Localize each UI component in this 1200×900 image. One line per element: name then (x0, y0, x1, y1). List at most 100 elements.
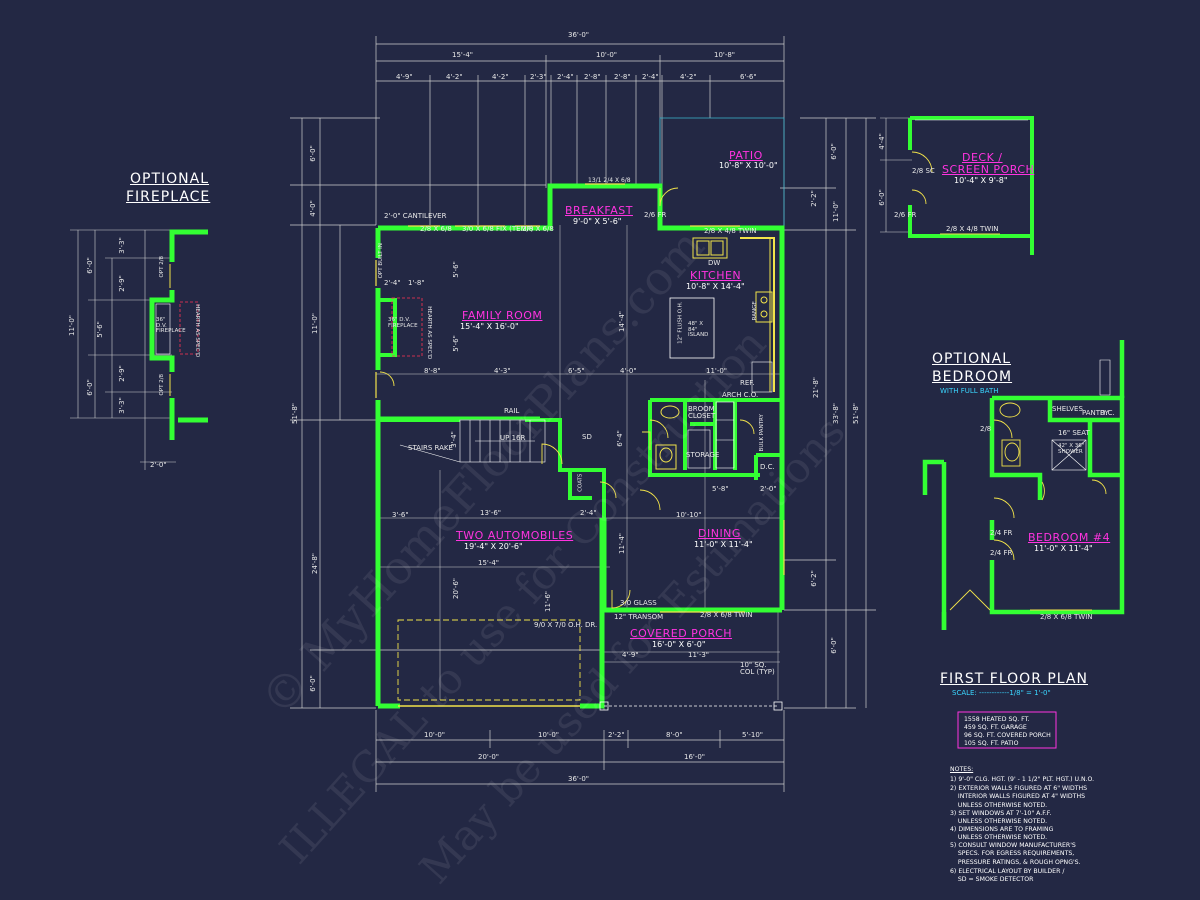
deck-name-line2: SCREEN PORCH (942, 163, 1035, 176)
fireplace-title-line2: FIREPLACE (126, 189, 211, 205)
dim-left-seg: 6'-0" (308, 675, 317, 692)
inner-dim: 1'-8" (408, 279, 425, 287)
room-size-family: 15'-4" X 16'-0" (460, 322, 519, 331)
label-rail: RAIL (504, 407, 520, 415)
dim-top-seg: 2'-4" (642, 73, 659, 81)
inner-dim: 6'-5" (568, 367, 585, 375)
deck-label-window: 2/8 X 4/8 TWIN (946, 225, 999, 233)
note-item: 2) EXTERIOR WALLS FIGURED AT 6" WIDTHS I… (950, 785, 1088, 809)
bedroom-label-seat: 16" SEAT (1058, 429, 1090, 437)
label-broom-closet: BROOM CLOSET (688, 405, 716, 420)
label-coats: COATS (577, 473, 584, 492)
room-name-patio: PATIO (729, 149, 763, 162)
dim-top-seg: 2'-8" (614, 73, 631, 81)
dim-right-seg: 11'-0" (832, 200, 841, 223)
label-dishwasher: DW (708, 259, 721, 267)
fireplace-detail-lines (70, 229, 176, 470)
deck-label-fr: 2/6 FR (894, 211, 917, 219)
deck-dim: 6'-0" (877, 189, 886, 206)
inner-dim: 13'-6" (480, 509, 502, 517)
deck-size: 10'-4" X 9'-8" (954, 176, 1008, 185)
bedroom-walls (922, 340, 1125, 630)
dim-right-seg: 6'-0" (829, 637, 838, 654)
dim-top-family: 15'-4" (452, 51, 474, 59)
dim-left-overall: 51'-8" (291, 402, 300, 425)
inner-dim: 4'-3" (494, 367, 511, 375)
label-opt-built-in: OPT BUILT IN (377, 243, 384, 279)
inner-dim: 11'-3" (688, 651, 710, 659)
dim-top-overall: 36'-0" (568, 31, 590, 39)
dim-bottom-seg: 8'-0" (666, 731, 683, 739)
inner-dim: 20'-6" (452, 577, 461, 600)
fireplace-label: 36" D.V. FIREPLACE (156, 317, 186, 334)
bedroom-label-dc: D.C. (1100, 409, 1115, 417)
room-size-breakfast: 9'-0" X 5'-6" (573, 217, 622, 226)
inner-dim: 3'-6" (392, 511, 409, 519)
area-summary-box (957, 711, 1057, 749)
note-item: 6) ELECTRICAL LAYOUT BY BUILDER / SD = S… (950, 868, 1065, 884)
fireplace-dim: 2'-9" (117, 365, 126, 382)
bedroom-title-line1: OPTIONAL (932, 351, 1012, 367)
bedroom-subtitle: WITH FULL BATH (940, 387, 999, 395)
inner-dim: 2'-0" (760, 485, 777, 493)
dim-right-seg: 21'-8" (812, 376, 821, 399)
label-island: 48" X 84" ISLAND (688, 321, 709, 338)
inner-dim: 11'-6" (544, 590, 553, 613)
fireplace-detail-walls (149, 229, 208, 440)
fireplace-dim: 2'-0" (150, 461, 167, 469)
area-patio: 105 SQ. FT. PATIO (964, 740, 1019, 747)
label-transom: 12" TRANSOM (614, 613, 664, 621)
dim-top-kitchen: 10'-8" (714, 51, 736, 59)
inner-dim: 11'-4" (618, 532, 627, 555)
dim-top-middle: 10'-0" (596, 51, 618, 59)
room-name-breakfast: BREAKFAST (565, 204, 633, 217)
label-cantilever: 2'-0" CANTILEVER (384, 212, 447, 220)
dim-top-seg: 2'-3" (530, 73, 547, 81)
plan-scale: SCALE: ------------1/8" = 1'-0" (952, 689, 1051, 697)
fireplace-title-line1: OPTIONAL (130, 171, 210, 187)
dim-bottom-garage: 20'-0" (478, 753, 500, 761)
fireplace-dim: 6'-0" (85, 379, 94, 396)
dim-right-seg: 33'-8" (832, 402, 841, 425)
dim-left-seg: 4'-0" (308, 200, 317, 217)
note-item: 4) DIMENSIONS ARE TO FRAMING UNLESS OTHE… (950, 826, 1054, 842)
fireplace-dim: 3'-3" (117, 397, 126, 414)
room-size-kitchen: 10'-8" X 14'-4" (686, 282, 745, 291)
deck-dim: 4'-4" (877, 133, 886, 150)
plan-title: FIRST FLOOR PLAN (940, 671, 1088, 687)
room-name-covered-porch: COVERED PORCH (630, 627, 733, 640)
note-item: 3) SET WINDOWS AT 7'-10" A.F.F. UNLESS O… (950, 810, 1052, 826)
deck-name-line1: DECK / (962, 151, 1003, 164)
bedroom-label-shelves: SHELVES (1052, 405, 1083, 413)
deck-lines (880, 117, 912, 233)
inner-dim: 11'-0" (706, 367, 728, 375)
bedroom-label-shower: 42" X 36" SHOWER (1058, 443, 1085, 455)
room-size-patio: 10'-8" X 10'-0" (719, 161, 778, 170)
fireplace-dim: 2'-9" (117, 275, 126, 292)
label-window-twin: 2/8 X 6/8 TWIN (700, 611, 753, 619)
label-window: 2/8 X 6/8 (522, 225, 554, 233)
room-name-kitchen: KITCHEN (690, 269, 742, 282)
porch-columns (599, 701, 783, 711)
label-column: 10" SQ. COL (TYP) (740, 661, 775, 676)
dim-bottom-seg: 5'-10" (742, 731, 764, 739)
bedroom-title-line2: BEDROOM (932, 369, 1013, 385)
area-garage: 459 SQ. FT. GARAGE (964, 724, 1027, 731)
label-bulk-pantry: BULK PANTRY (758, 414, 765, 452)
dim-right-seg: 6'-2" (809, 570, 818, 587)
label-window: 2/8 X 6/8 (420, 225, 452, 233)
inner-dim: 15'-4" (478, 559, 500, 567)
fireplace-window: OPT 2/8 (159, 255, 166, 278)
inner-dim: 4'-0" (620, 367, 637, 375)
stairs (399, 419, 546, 463)
label-stairs-up: UP 16R (500, 434, 526, 442)
dim-right-seg: 6'-0" (829, 143, 838, 160)
room-size-covered-porch: 16'-0" X 6'-0" (652, 640, 706, 649)
garage-door (397, 619, 581, 701)
bedroom-label-pantry: PANTRY (1082, 409, 1109, 417)
area-covered-porch: 96 SQ. FT. COVERED PORCH (964, 732, 1051, 739)
note-item: 1) 9'-0" CLG. HGT. (9' - 1 1/2" PLT. HGT… (950, 776, 1095, 783)
bedroom-name: BEDROOM #4 (1028, 531, 1111, 544)
dim-bottom-seg: 2'-2" (608, 731, 625, 739)
dim-bottom-seg: 10'-0" (538, 731, 560, 739)
